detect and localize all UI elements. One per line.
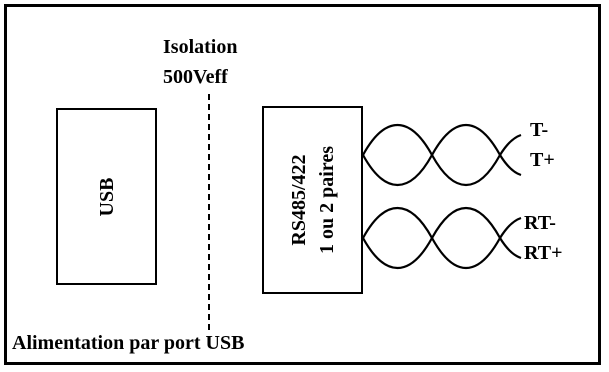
signal-rt-plus: RT+ [524, 242, 563, 264]
usb-block: USB [56, 108, 157, 285]
twisted-pair-2-wire-b [362, 207, 522, 269]
signal-rt-minus: RT- [524, 212, 556, 234]
twisted-pair-1-wire-a [362, 124, 522, 186]
rs485-422-block: RS485/422 1 ou 2 paires [262, 106, 363, 294]
isolation-barrier-line [208, 94, 210, 330]
twisted-pair-1-wire-b [362, 124, 522, 186]
signal-t-minus: T- [530, 119, 549, 141]
signal-t-plus: T+ [530, 149, 555, 171]
twisted-pair-2-wire-a [362, 207, 522, 269]
isolation-label: Isolation 500Veff [163, 32, 237, 92]
power-supply-note: Alimentation par port USB [12, 332, 245, 354]
isolation-voltage: 500Veff [163, 66, 228, 88]
isolation-title: Isolation [163, 36, 238, 58]
